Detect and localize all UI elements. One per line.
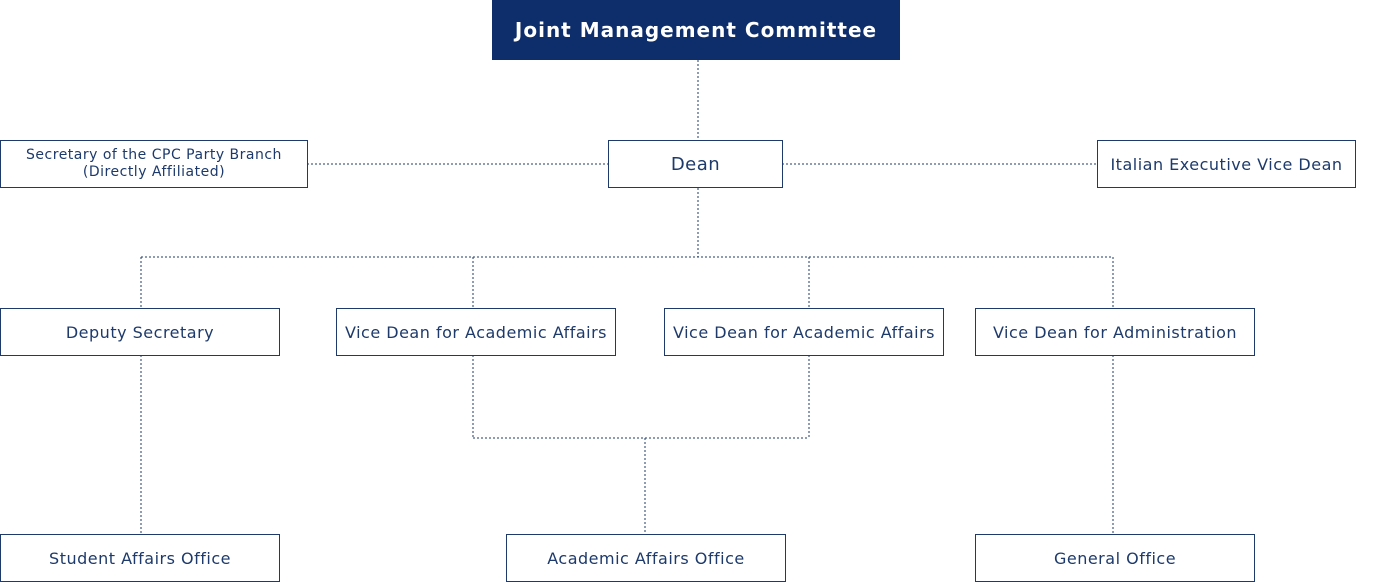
committee-label: Joint Management Committee bbox=[514, 18, 878, 42]
vice-dean-admin-label: Vice Dean for Administration bbox=[992, 322, 1238, 342]
student-affairs-box: Student Affairs Office bbox=[0, 534, 280, 582]
vice-dean-admin-box: Vice Dean for Administration bbox=[975, 308, 1255, 356]
secretary-label-line2: (Directly Affiliated) bbox=[82, 164, 226, 180]
vice-dean-academic-box-2: Vice Dean for Academic Affairs bbox=[664, 308, 944, 356]
italian-vice-dean-label: Italian Executive Vice Dean bbox=[1110, 154, 1343, 174]
academic-affairs-label: Academic Affairs Office bbox=[547, 548, 745, 568]
student-affairs-label: Student Affairs Office bbox=[49, 548, 231, 568]
deputy-secretary-box: Deputy Secretary bbox=[0, 308, 280, 356]
committee-box: Joint Management Committee bbox=[492, 0, 900, 60]
vice-dean-academic-label-2: Vice Dean for Academic Affairs bbox=[672, 322, 936, 342]
general-office-label: General Office bbox=[1053, 548, 1177, 568]
italian-vice-dean-box: Italian Executive Vice Dean bbox=[1097, 140, 1356, 188]
vice-dean-academic-box-1: Vice Dean for Academic Affairs bbox=[336, 308, 616, 356]
secretary-label-line1: Secretary of the CPC Party Branch bbox=[26, 147, 282, 163]
secretary-box: Secretary of the CPC Party Branch (Direc… bbox=[0, 140, 308, 188]
academic-affairs-box: Academic Affairs Office bbox=[506, 534, 786, 582]
vice-dean-academic-label-1: Vice Dean for Academic Affairs bbox=[344, 322, 608, 342]
deputy-secretary-label: Deputy Secretary bbox=[65, 322, 215, 342]
dean-box: Dean bbox=[608, 140, 783, 188]
dean-label: Dean bbox=[670, 153, 721, 175]
general-office-box: General Office bbox=[975, 534, 1255, 582]
